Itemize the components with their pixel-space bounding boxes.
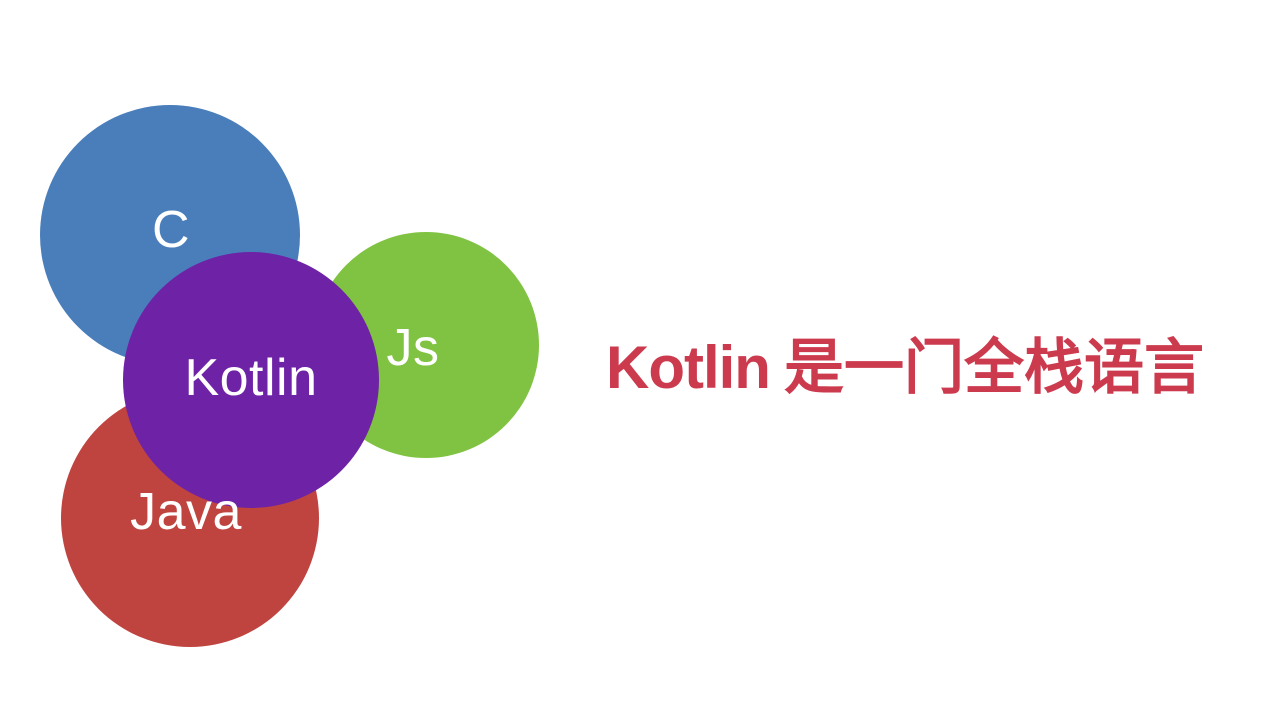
- bubble-kotlin[interactable]: [123, 252, 379, 508]
- language-venn-diagram: C Js Java Kotlin: [0, 0, 620, 726]
- bubble-label-java: Java: [130, 483, 242, 541]
- headline-latin-part: Kotlin: [606, 334, 771, 401]
- headline-cjk-part: 是一门全栈语言: [783, 334, 1204, 401]
- bubble-label-js: Js: [386, 319, 440, 377]
- bubble-label-kotlin: Kotlin: [184, 349, 318, 407]
- bubble-label-c: C: [151, 201, 191, 259]
